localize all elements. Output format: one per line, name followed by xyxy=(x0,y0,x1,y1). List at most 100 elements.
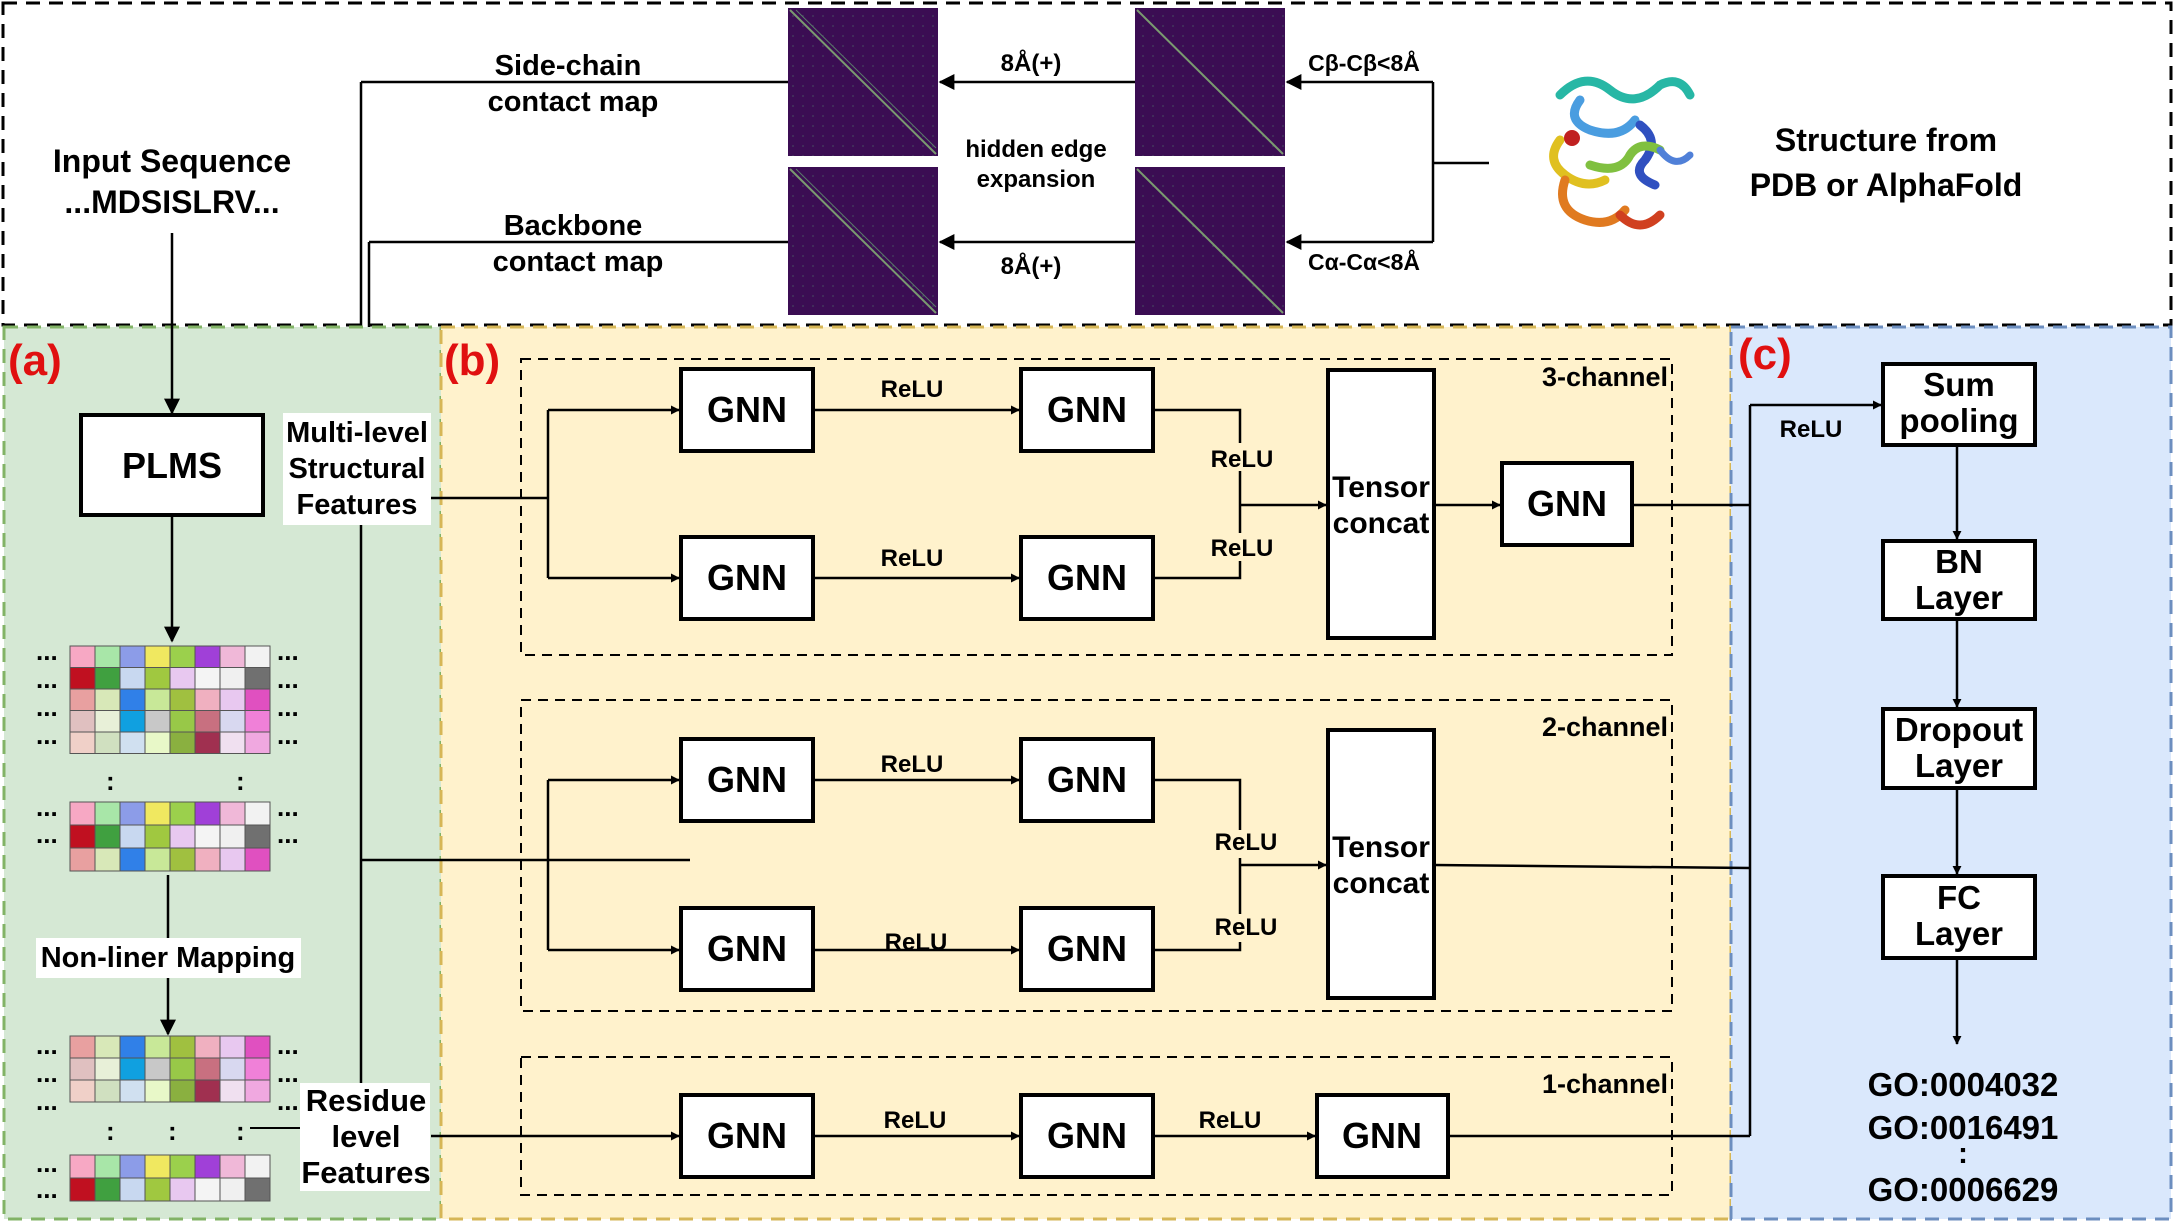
panel-a-label: (a) xyxy=(8,336,62,385)
embedding-cell xyxy=(219,1154,246,1179)
go-term-3: GO:0006629 xyxy=(1868,1171,2059,1208)
embedding-cell xyxy=(144,847,171,872)
embedding-cell xyxy=(69,667,96,690)
embedding-cell xyxy=(194,824,221,849)
svg-text:Sum: Sum xyxy=(1923,366,1995,403)
embedding-cell xyxy=(69,824,96,849)
embedding-matrix-upper xyxy=(69,645,271,754)
input-sequence-value: ...MDSISLRV... xyxy=(64,184,279,220)
embedding-cell xyxy=(119,824,146,849)
mapping-label: Non-liner Mapping xyxy=(41,942,296,974)
embedding-cell xyxy=(144,1035,171,1059)
embedding-cell xyxy=(94,847,121,872)
embedding-cell xyxy=(144,710,171,733)
svg-text:GNN: GNN xyxy=(707,557,787,598)
embedding-cell xyxy=(144,1154,171,1179)
residue-label-1: Residue xyxy=(306,1083,427,1118)
embedding-cell xyxy=(119,731,146,754)
embedding-cell xyxy=(169,847,196,872)
panel-b-label: (b) xyxy=(444,336,500,385)
channel-3-frame xyxy=(520,358,1673,656)
embedding-cell xyxy=(169,824,196,849)
panel-c-wires xyxy=(1748,400,1962,1136)
embedding-cell xyxy=(244,824,271,849)
embedding-cell xyxy=(119,645,146,668)
ca-threshold-label: Cα-Cα<8Å xyxy=(1308,248,1420,275)
embedding-cell xyxy=(119,667,146,690)
embedding-cell xyxy=(244,1177,271,1202)
embedding-cell xyxy=(244,645,271,668)
input-sequence-label: Input Sequence xyxy=(53,143,291,179)
embedding-cell xyxy=(119,1035,146,1059)
plms-box xyxy=(79,413,265,517)
dots-left-11: ... xyxy=(36,1174,58,1204)
fc-layer-box: FC Layer xyxy=(1881,874,2037,960)
embedding-cell xyxy=(144,1057,171,1081)
tensor-concat-3: Tensor concat xyxy=(1326,368,1436,640)
relu-3a: ReLU xyxy=(881,376,944,403)
panel-c-label: (c) xyxy=(1738,330,1792,379)
embedding-cell xyxy=(144,731,171,754)
embedding-cell xyxy=(219,710,246,733)
residue-label-bg xyxy=(300,1083,430,1191)
svg-text:GNN: GNN xyxy=(1047,759,1127,800)
embedding-cell xyxy=(94,1154,121,1179)
embedding-cell xyxy=(244,1057,271,1081)
embedding-cell xyxy=(194,1154,221,1179)
multi-level-label-1: Multi-level xyxy=(286,417,428,449)
embedding-cell xyxy=(94,710,121,733)
relu-3c: ReLU xyxy=(1211,446,1274,473)
svg-text:GNN: GNN xyxy=(1047,557,1127,598)
cb-threshold-label: Cβ-Cβ<8Å xyxy=(1308,49,1420,76)
embedding-cell xyxy=(69,731,96,754)
dots-right-8: ... xyxy=(277,1058,299,1088)
multi-level-label-2: Structural xyxy=(289,453,426,485)
dots-left-9: ... xyxy=(36,1086,58,1116)
contact-map-sidechain-expanded xyxy=(788,8,938,156)
embedding-cell xyxy=(169,1079,196,1103)
svg-text:BN: BN xyxy=(1935,543,1983,580)
svg-text:GNN: GNN xyxy=(1047,928,1127,969)
embedding-cell xyxy=(169,710,196,733)
embedding-cell xyxy=(144,1079,171,1103)
go-term-vdots: : xyxy=(1958,1137,1968,1170)
embedding-cell xyxy=(69,710,96,733)
embedding-matrix-lower xyxy=(69,801,271,872)
relu-2d-bg xyxy=(1210,914,1280,942)
embedding-cell xyxy=(94,1079,121,1103)
vdots-a5: : xyxy=(236,1116,245,1146)
embedding-cell xyxy=(119,688,146,711)
backbone-label-2: contact map xyxy=(493,246,664,278)
svg-text:concat: concat xyxy=(1333,507,1430,540)
relu-2a: ReLU xyxy=(881,751,944,778)
svg-text:concat: concat xyxy=(1333,867,1430,900)
gnn-2-a1: GNN xyxy=(679,737,815,823)
embedding-cell xyxy=(219,847,246,872)
embedding-cell xyxy=(94,667,121,690)
embedding-cell xyxy=(194,1079,221,1103)
residue-label-2: level xyxy=(332,1119,401,1154)
embedding-cell xyxy=(244,667,271,690)
dots-right-9: ... xyxy=(277,1086,299,1116)
embedding-cell xyxy=(119,1154,146,1179)
dots-right-2: ... xyxy=(277,664,299,694)
embedding-cell xyxy=(144,801,171,826)
go-term-2: GO:0016491 xyxy=(1868,1109,2059,1146)
dots-right-6: ... xyxy=(277,819,299,849)
svg-text:GNN: GNN xyxy=(707,759,787,800)
svg-text:GNN: GNN xyxy=(1047,1115,1127,1156)
embedding-cell xyxy=(219,1177,246,1202)
embedding-cell xyxy=(219,824,246,849)
relu-2c-bg xyxy=(1210,830,1280,858)
svg-text:Layer: Layer xyxy=(1915,579,2003,616)
embedding-cell xyxy=(94,688,121,711)
gnn-2-b1: GNN xyxy=(679,906,815,992)
channel-2-label: 2-channel xyxy=(1542,712,1668,742)
dots-left-7: ... xyxy=(36,1030,58,1060)
embedding-cell xyxy=(94,1035,121,1059)
gnn-1-b: GNN xyxy=(1019,1093,1155,1179)
dots-right-4: ... xyxy=(277,720,299,750)
embedding-cell xyxy=(69,1154,96,1179)
embedding-cell xyxy=(194,1057,221,1081)
embedding-cell xyxy=(69,1035,96,1059)
